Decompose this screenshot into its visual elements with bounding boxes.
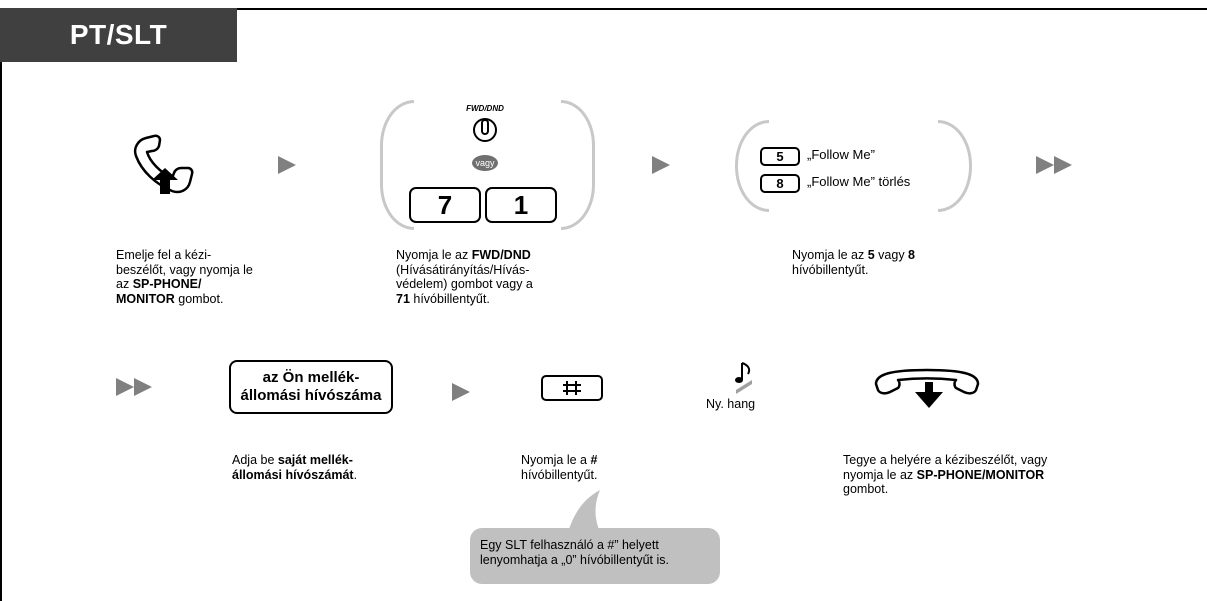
note-line1: Egy SLT felhasználó a #” helyett <box>480 538 659 552</box>
step4-caption-bold-1: saját mellék- <box>277 453 353 467</box>
step5-caption-line2: hívóbillentyűt. <box>521 467 598 482</box>
step2-caption: Nyomja le az FWD/DND (Hívásátirányítás/H… <box>396 248 596 306</box>
step3-caption-bold-8: 8 <box>908 248 915 262</box>
hash-key <box>541 375 603 401</box>
arrow-right-icon <box>652 156 670 174</box>
double-arrow-icon <box>1054 156 1072 174</box>
frame-left-line <box>0 8 2 601</box>
step3-caption-bold-5: 5 <box>867 248 875 262</box>
note-line2: lenyomhatja a „0” hívóbillentyűt is. <box>480 553 669 567</box>
step1-caption: Emelje fel a kézi- beszélőt, vagy nyomja… <box>116 248 316 306</box>
dial-key-1: 1 <box>485 187 557 223</box>
step2-caption-bold-71: 71 <box>396 291 410 306</box>
fwd-dnd-button-label: FWD/DND <box>466 104 504 113</box>
step3-caption: Nyomja le az 5 vagy 8 hívóbillentyűt. <box>792 248 992 277</box>
right-bracket <box>938 120 972 212</box>
tone-label: Ny. hang <box>706 397 756 411</box>
step1-caption-line1: Emelje fel a kézi- <box>116 248 212 262</box>
extension-box-line1: az Ön mellék- <box>262 369 360 386</box>
step5-caption: Nyomja le a # hívóbillentyűt. <box>521 453 721 482</box>
option-follow-me-label: „Follow Me” <box>807 147 875 162</box>
arrow-right-icon <box>278 156 296 174</box>
extension-box-line2: állomási hívószáma <box>240 387 382 404</box>
step7-caption: Tegye a helyére a kézibeszélőt, vagy nyo… <box>843 453 1143 497</box>
step3-caption-line1: Nyomja le az <box>792 248 868 262</box>
step2-caption-bold-fwd-dnd: FWD/DND <box>471 248 531 262</box>
or-badge: vagy <box>472 155 498 171</box>
step2-caption-line1: Nyomja le az <box>396 248 472 262</box>
double-arrow-icon <box>134 378 152 396</box>
step5-caption-bold-hash: # <box>590 453 598 467</box>
step1-caption-line3: az <box>116 277 133 291</box>
hash-icon <box>563 381 581 395</box>
double-arrow-icon <box>116 378 134 396</box>
handset-on-hook-icon <box>874 368 980 408</box>
step3-caption-line2: hívóbillentyűt. <box>792 262 869 277</box>
handset-off-hook-icon <box>133 134 194 194</box>
step2-caption-line4: hívóbillentyűt. <box>409 291 490 306</box>
double-arrow-icon <box>1036 156 1054 174</box>
note-bubble: Egy SLT felhasználó a #” helyett lenyomh… <box>470 528 720 584</box>
section-tab: PT/SLT <box>0 8 237 62</box>
left-bracket <box>735 120 769 212</box>
fwd-dnd-button-icon <box>473 118 497 142</box>
step2-caption-line2: (Hívásátirányítás/Hívás- <box>396 262 530 277</box>
step1-caption-line4: gombot. <box>174 291 224 306</box>
step7-caption-bold-sp-phone-monitor: SP-PHONE/MONITOR <box>916 467 1045 482</box>
music-note-icon <box>735 362 752 394</box>
step7-caption-line2: nyomja le az <box>843 467 917 482</box>
dial-key-8: 8 <box>760 174 800 193</box>
step2-caption-line3: védelem) gombot vagy a <box>396 277 533 291</box>
frame-top-line <box>0 8 1207 10</box>
dial-key-5: 5 <box>760 147 800 166</box>
step3-caption-or: vagy <box>874 248 909 262</box>
step1-caption-bold-sp-phone: SP-PHONE/ <box>132 277 202 291</box>
bubble-tail <box>568 490 600 532</box>
dial-key-7: 7 <box>409 187 481 223</box>
step1-caption-line2: beszélőt, vagy nyomja le <box>116 262 253 277</box>
step4-caption: Adja be saját mellék- állomási hívószámá… <box>232 453 432 482</box>
step7-caption-line1: Tegye a helyére a kézibeszélőt, vagy <box>843 453 1048 467</box>
step5-caption-line1: Nyomja le a <box>521 453 591 467</box>
option-follow-me-cancel-label: „Follow Me” törlés <box>807 174 911 189</box>
step1-caption-bold-monitor: MONITOR <box>116 291 175 306</box>
right-bracket <box>561 100 595 230</box>
step7-caption-line3: gombot. <box>843 482 889 496</box>
extension-number-box: az Ön mellék- állomási hívószáma <box>229 360 393 414</box>
step4-caption-bold-2: állomási hívószámát <box>232 467 354 482</box>
step4-caption-period: . <box>353 467 358 482</box>
arrow-right-icon <box>452 383 470 401</box>
step4-caption-line1: Adja be <box>232 453 278 467</box>
